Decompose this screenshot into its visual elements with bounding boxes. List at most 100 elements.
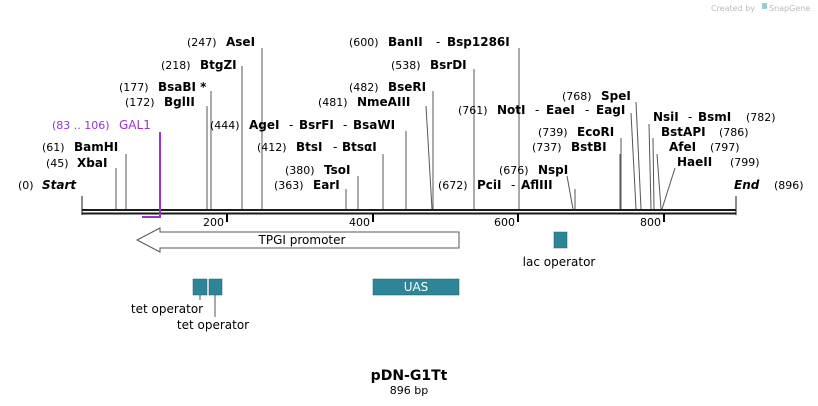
svg-text:EagI: EagI (596, 103, 625, 117)
feature-tet-operator-2: tet operator (177, 278, 249, 332)
svg-text:NspI: NspI (538, 163, 568, 177)
svg-text:(896): (896) (774, 179, 804, 192)
svg-text:tet operator: tet operator (177, 318, 249, 332)
svg-text:(761): (761) (458, 104, 488, 117)
svg-text:(363): (363) (274, 179, 304, 192)
svg-text:SpeI: SpeI (601, 89, 631, 103)
svg-text:(412): (412) (257, 141, 287, 154)
plasmid-name: pDN-G1Tt (371, 368, 448, 384)
enzyme-label-banii: (600) BanII - Bsp1286I (349, 35, 510, 49)
svg-text:lac operator: lac operator (523, 255, 596, 269)
snapgene-logo-icon (762, 3, 767, 9)
svg-text:Start: Start (42, 178, 77, 192)
svg-text:(538): (538) (391, 59, 421, 72)
backbone (81, 196, 737, 215)
enzyme-label-asei: (247) AseI (187, 35, 255, 49)
enzyme-label-haeii: HaeII (799) (677, 155, 760, 169)
snapgene-brand-label: SnapGene (769, 4, 810, 13)
svg-text:(444): (444) (210, 119, 240, 132)
svg-text:BstBI: BstBI (571, 140, 607, 154)
svg-text:TPGI promoter: TPGI promoter (258, 233, 346, 247)
svg-text:BsmI: BsmI (698, 110, 731, 124)
svg-text:UAS: UAS (404, 280, 429, 294)
site-lines (115, 48, 676, 210)
enzyme-label-nmeaiii: (481) NmeAIII (318, 95, 410, 109)
created-by-label: Created by (711, 4, 755, 13)
svg-text:BsaWI: BsaWI (353, 118, 395, 132)
svg-text:EcoRI: EcoRI (577, 125, 614, 139)
plasmid-length: 896 bp (390, 384, 428, 397)
enzyme-label-bsrdi: (538) BsrDI (391, 58, 467, 72)
svg-text:EarI: EarI (313, 178, 340, 192)
start-label: (0) Start (18, 178, 77, 192)
enzyme-label-bstapi: BstAPI (786) (661, 125, 749, 139)
svg-text:(799): (799) (730, 156, 760, 169)
svg-text:BamHI: BamHI (74, 140, 118, 154)
svg-text:AflIII: AflIII (521, 178, 553, 192)
svg-text:BtgZI: BtgZI (200, 58, 237, 72)
tick-label: 800 (640, 216, 661, 229)
svg-text:(600): (600) (349, 36, 379, 49)
enzyme-label-btsi: (412) BtsI - BtsαI (257, 140, 377, 154)
enzyme-label-ecori: (739) EcoRI (538, 125, 614, 139)
svg-text:BstAPI: BstAPI (661, 125, 706, 139)
svg-text:(45): (45) (46, 157, 69, 170)
svg-text:(61): (61) (42, 141, 65, 154)
scale-ticks: 200 400 600 800 (203, 214, 665, 229)
svg-text:BseRI: BseRI (388, 80, 426, 94)
end-label: End (896) (734, 178, 804, 192)
svg-text:GAL1: GAL1 (119, 118, 151, 132)
svg-text:NmeAIII: NmeAIII (357, 95, 410, 109)
svg-text:(172): (172) (125, 96, 155, 109)
primer-gal1: (83 .. 106) GAL1 (52, 118, 161, 218)
tick-label: 400 (349, 216, 370, 229)
svg-text:(739): (739) (538, 126, 568, 139)
svg-text:(218): (218) (161, 59, 191, 72)
tick-label: 200 (203, 216, 224, 229)
svg-text:AfeI: AfeI (669, 140, 696, 154)
svg-text:BsaBI *: BsaBI * (158, 80, 207, 94)
svg-text:-: - (436, 35, 440, 49)
svg-text:NsiI: NsiI (653, 110, 679, 124)
enzyme-label-nsii: NsiI - BsmI (782) (653, 110, 776, 124)
svg-text:-: - (535, 103, 539, 117)
svg-text:BanII: BanII (388, 35, 423, 49)
svg-text:-: - (511, 178, 515, 192)
enzyme-label-tsoi: (380) TsoI (285, 163, 350, 177)
svg-text:End: End (734, 178, 760, 192)
svg-text:(737): (737) (532, 141, 562, 154)
feature-tet-operator-1: tet operator (131, 278, 208, 316)
enzyme-label-btgzi: (218) BtgZI (161, 58, 237, 72)
svg-text:(786): (786) (719, 126, 749, 139)
svg-text:(380): (380) (285, 164, 315, 177)
svg-text:NotI: NotI (497, 103, 526, 117)
svg-text:BtsI: BtsI (296, 140, 323, 154)
svg-text:BtsαI: BtsαI (342, 140, 377, 154)
svg-text:AseI: AseI (226, 35, 255, 49)
svg-text:(672): (672) (438, 179, 468, 192)
svg-text:(676): (676) (499, 164, 529, 177)
svg-text:HaeII: HaeII (677, 155, 712, 169)
feature-lac-operator: lac operator (523, 231, 596, 269)
svg-text:TsoI: TsoI (324, 163, 350, 177)
enzyme-label-nspi: (676) NspI (499, 163, 568, 177)
enzyme-label-spei: (768) SpeI (562, 89, 631, 103)
svg-text:-: - (343, 118, 347, 132)
svg-text:(482): (482) (349, 81, 379, 94)
svg-text:AgeI: AgeI (249, 118, 279, 132)
svg-text:(768): (768) (562, 90, 592, 103)
svg-text:BglII: BglII (164, 95, 195, 109)
svg-text:(83 .. 106): (83 .. 106) (52, 119, 110, 132)
svg-text:Bsp1286I: Bsp1286I (447, 35, 510, 49)
enzyme-label-xbai: (45) XbaI (46, 156, 107, 170)
svg-text:XbaI: XbaI (77, 156, 107, 170)
enzyme-label-agei: (444) AgeI - BsrFI - BsaWI (210, 118, 395, 132)
svg-text:-: - (289, 118, 293, 132)
svg-text:PciI: PciI (477, 178, 502, 192)
feature-uas: UAS (372, 278, 460, 296)
svg-text:-: - (585, 103, 589, 117)
svg-text:-: - (333, 140, 337, 154)
svg-text:BsrFI: BsrFI (299, 118, 334, 132)
svg-text:(481): (481) (318, 96, 348, 109)
